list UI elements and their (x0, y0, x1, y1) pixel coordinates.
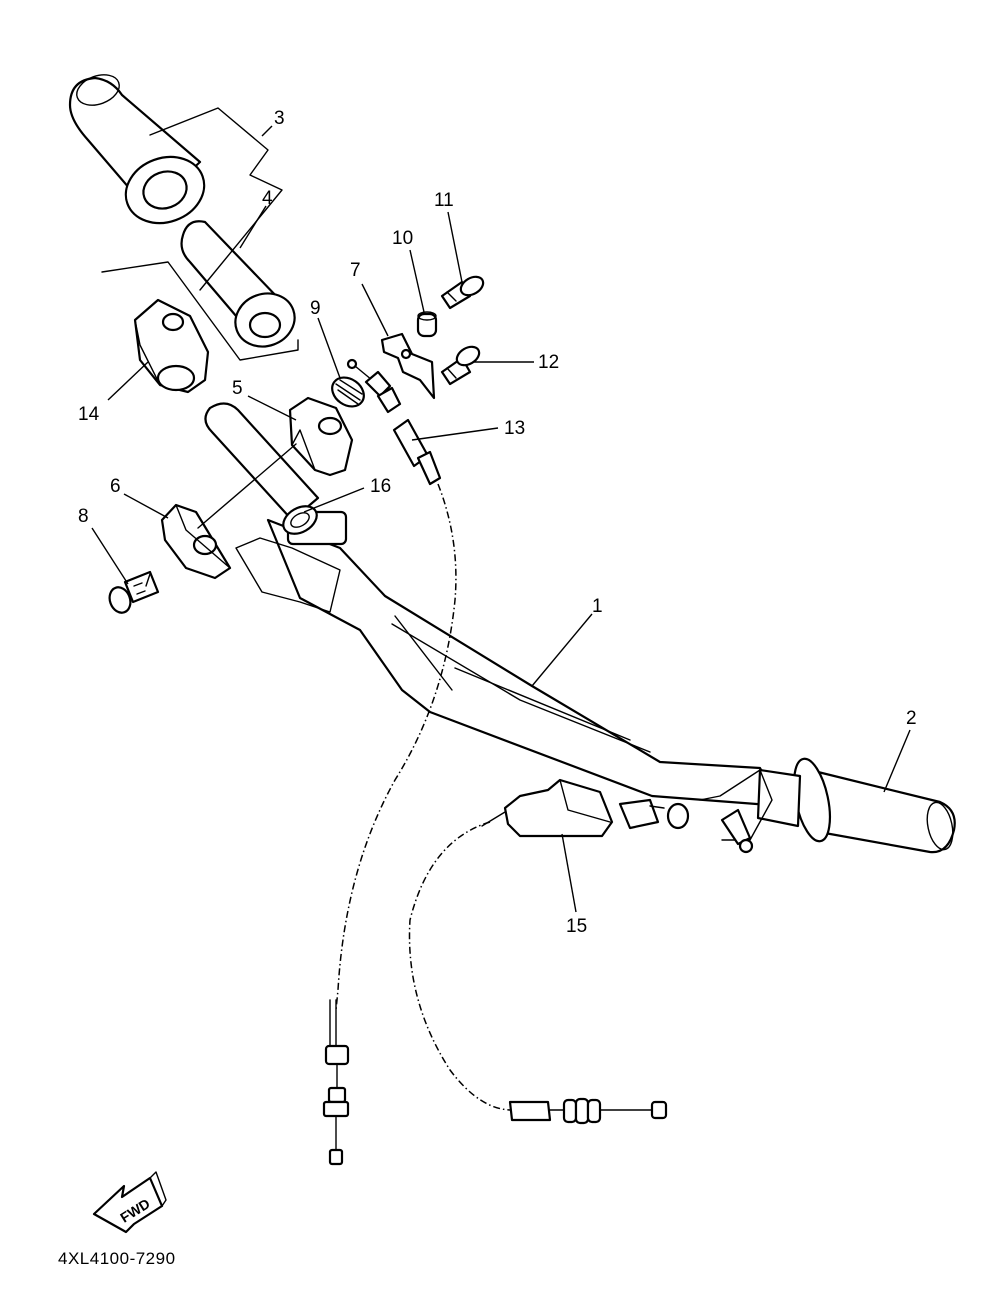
callout-15: 15 (566, 916, 587, 937)
clutch-cable-adjuster (618, 798, 690, 830)
callout-labels: 1 2 3 4 5 6 7 8 9 10 11 12 13 14 15 16 (78, 108, 917, 937)
upper-holder (288, 396, 354, 477)
adjuster-spring (331, 376, 365, 408)
callout-16: 16 (370, 476, 391, 497)
throttle-housing (133, 298, 210, 394)
callout-14: 14 (78, 404, 100, 425)
cover-bolt-12 (440, 345, 481, 386)
left-grip (756, 757, 956, 854)
throttle-outline (101, 261, 299, 361)
callout-13: 13 (504, 418, 525, 439)
lower-holder (160, 503, 232, 580)
throttle-cable (335, 483, 457, 1011)
clutch-cable (408, 821, 513, 1111)
clutch-holder (699, 769, 773, 854)
callout-6: 6 (110, 476, 121, 497)
callout-1: 1 (592, 596, 603, 617)
handlebar (204, 402, 784, 808)
clamp-outline (197, 443, 297, 529)
cover-bolt-11 (440, 275, 485, 310)
callout-5: 5 (232, 378, 243, 399)
grip-outline (149, 107, 283, 291)
throttle-tube (180, 220, 296, 348)
callout-10: 10 (392, 228, 413, 249)
callout-9: 9 (310, 298, 321, 319)
callout-12: 12 (538, 352, 559, 373)
callout-11: 11 (434, 190, 454, 211)
callout-7: 7 (350, 260, 361, 281)
holder-bolt (108, 570, 160, 614)
throttle-cable-lower-end (322, 999, 350, 1166)
forward-direction-arrow: FWD (92, 1171, 167, 1234)
clamp-plate (235, 537, 341, 613)
collar (416, 311, 438, 338)
right-grip (68, 74, 206, 225)
callout-4: 4 (262, 188, 273, 209)
clutch-cable-upper (481, 778, 614, 838)
callout-2: 2 (906, 708, 917, 729)
clutch-cable-lower-end (508, 1097, 668, 1125)
bar-sleeve (282, 505, 318, 535)
diagram-code: 4XL4100-7290 (58, 1249, 176, 1268)
throttle-cable-fittings (346, 358, 442, 486)
callout-8: 8 (78, 506, 89, 527)
cable-guide-plate (380, 332, 436, 400)
callout-3: 3 (274, 108, 285, 129)
leader-lines (91, 125, 911, 913)
